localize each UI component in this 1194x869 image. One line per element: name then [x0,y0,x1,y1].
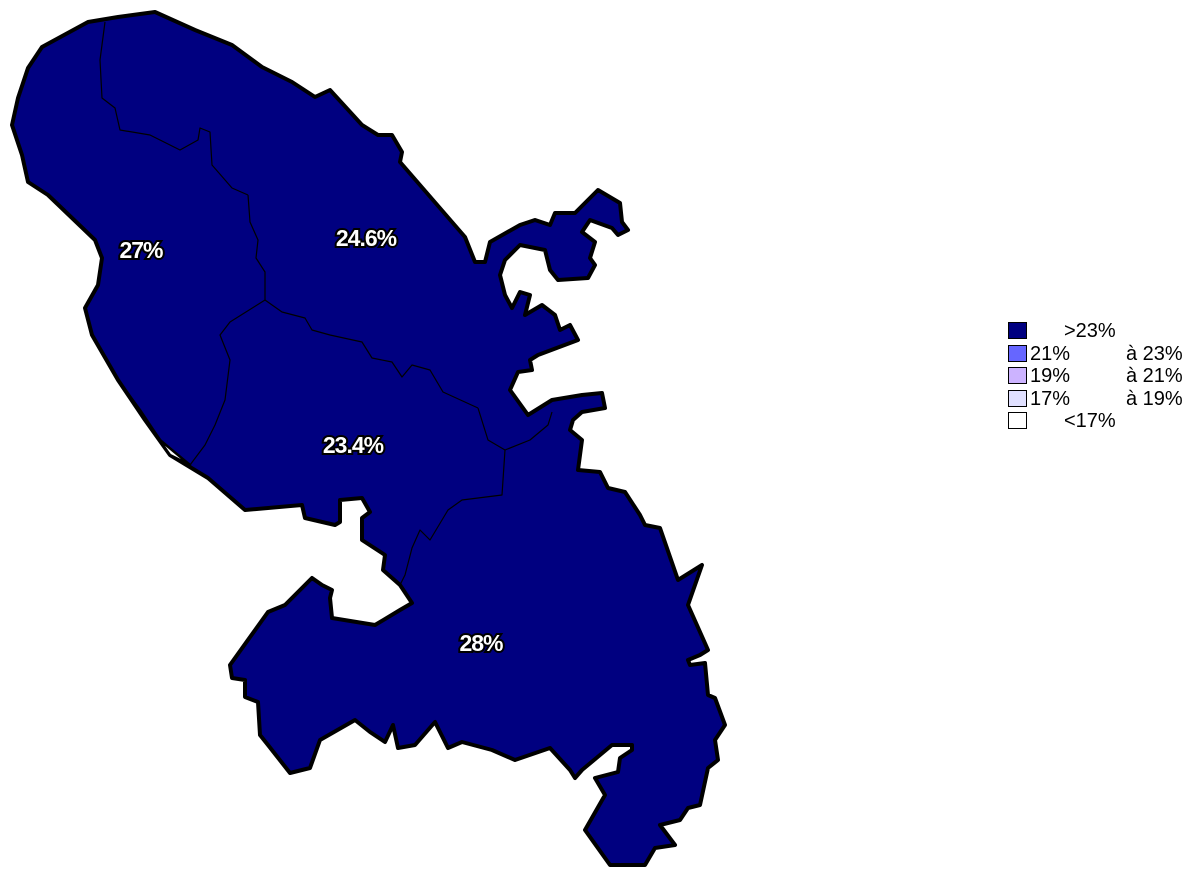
map: 27% 24.6% 23.4% 28% [10,10,727,867]
island-outline [10,10,727,867]
boundary-centre-east [399,449,506,586]
legend-range-to: à 23% [1126,342,1183,365]
legend-range-from: 21% [1030,342,1071,365]
legend-range-from: 17% [1030,387,1071,410]
bay [116,378,192,467]
legend-swatch [1008,344,1027,362]
boundary-north [189,194,266,466]
legend-swatch [1008,367,1027,384]
legend-label: <17% [1064,410,1116,432]
legend: >23% 21% à 23% 19% à 21% 17% à 19% <17% [1008,320,1194,433]
boundary-centre-north [264,299,479,409]
legend-range-to: à 21% [1126,365,1183,387]
legend-label: >23% [1064,320,1116,342]
legend-swatch [1008,322,1027,339]
boundary-centre-south [477,407,553,451]
legend-row: 17% à 19% [1008,388,1194,411]
legend-row: <17% [1008,410,1194,433]
region-label-north-caribbean: 27% [119,237,163,263]
legend-row: >23% [1008,320,1194,343]
legend-row: 19% à 21% [1008,365,1194,388]
boundary-northwest [99,21,249,196]
legend-range-to: à 19% [1126,387,1183,410]
region-labels: 27% 24.6% 23.4% 28% [117,223,506,658]
legend-swatch [1008,412,1027,429]
internal-boundaries [99,21,553,586]
legend-row: 21% à 23% [1008,343,1194,366]
legend-range-from: 19% [1030,365,1071,387]
region-label-north-atlantic: 24.6% [336,225,397,251]
region-label-south: 28% [459,630,503,656]
regions [10,10,727,867]
region-label-centre: 23.4% [323,432,384,458]
legend-swatch [1008,389,1027,407]
